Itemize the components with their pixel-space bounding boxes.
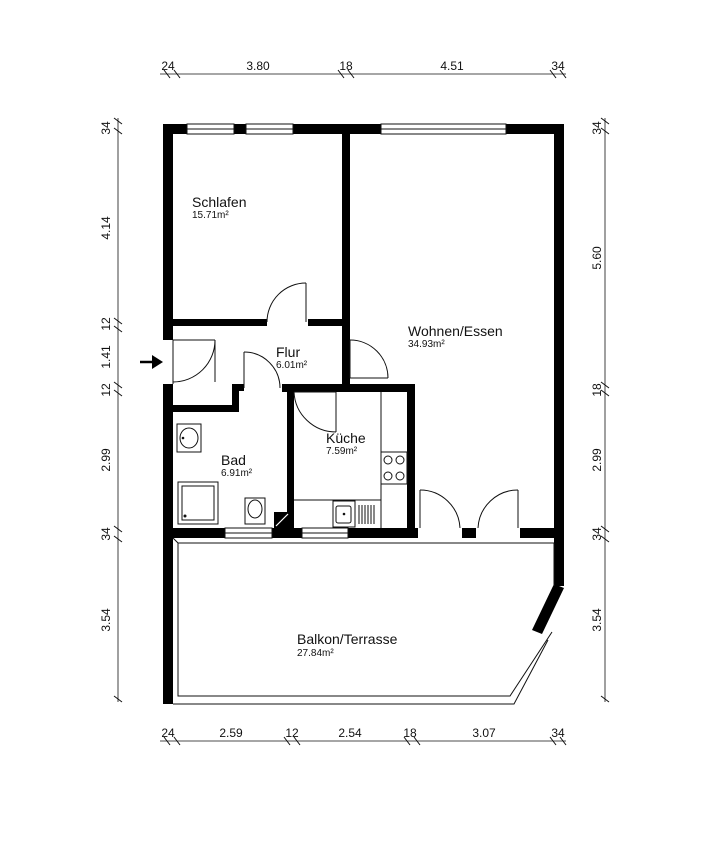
dim-left-2: 4.14 (99, 216, 113, 240)
kueche-fixtures (294, 392, 408, 528)
room-area-flur: 6.01m² (276, 360, 308, 371)
dim-right-6: 3.54 (590, 608, 604, 632)
dim-left-1: 34 (99, 121, 113, 135)
room-name-bad: Bad (221, 452, 246, 468)
windows (186, 123, 507, 539)
drainboard (358, 505, 375, 524)
room-area-balkon: 27.84m² (297, 648, 334, 659)
dim-bottom-7: 34 (551, 726, 565, 740)
dim-right-1: 34 (590, 121, 604, 135)
dimension-lines (113, 69, 610, 746)
dim-left-8: 3.54 (99, 608, 113, 632)
dim-right-4: 2.99 (590, 448, 604, 472)
dimension-labels: 24 3.80 18 4.51 34 24 2.59 12 2.54 18 3.… (99, 59, 604, 740)
dim-top-4: 4.51 (440, 59, 464, 73)
room-name-balkon: Balkon/Terrasse (297, 631, 398, 647)
dim-bottom-3: 12 (285, 726, 299, 740)
room-area-bad: 6.91m² (221, 468, 253, 479)
room-name-kueche: Küche (326, 430, 366, 446)
bad-fixtures (176, 423, 266, 525)
room-area-kueche: 7.59m² (326, 446, 358, 457)
room-area-wohnen: 34.93m² (408, 339, 445, 350)
dim-top-2: 3.80 (246, 59, 270, 73)
doors (172, 282, 519, 529)
dim-left-6: 2.99 (99, 448, 113, 472)
room-name-wohnen: Wohnen/Essen (408, 323, 503, 339)
room-name-schlafen: Schlafen (192, 194, 246, 210)
dim-bottom-2: 2.59 (219, 726, 243, 740)
walls (163, 124, 564, 704)
dim-top-5: 34 (551, 59, 565, 73)
dim-left-3: 12 (99, 317, 113, 331)
dim-left-7: 34 (99, 527, 113, 541)
dim-right-5: 34 (590, 527, 604, 541)
dim-bottom-1: 24 (161, 726, 175, 740)
dim-bottom-5: 18 (403, 726, 417, 740)
dim-bottom-6: 3.07 (472, 726, 496, 740)
entrance-arrow-icon (140, 355, 163, 369)
room-name-flur: Flur (276, 344, 300, 360)
dim-bottom-4: 2.54 (338, 726, 362, 740)
dim-right-2: 5.60 (590, 246, 604, 270)
dim-left-5: 12 (99, 383, 113, 397)
dim-top-1: 24 (161, 59, 175, 73)
room-labels: Schlafen 15.71m² Flur 6.01m² Wohnen/Esse… (192, 194, 503, 659)
balcony-outline (172, 537, 555, 705)
dim-right-3: 18 (590, 383, 604, 397)
room-area-schlafen: 15.71m² (192, 210, 229, 221)
dim-top-3: 18 (339, 59, 353, 73)
dim-left-4: 1.41 (99, 345, 113, 369)
